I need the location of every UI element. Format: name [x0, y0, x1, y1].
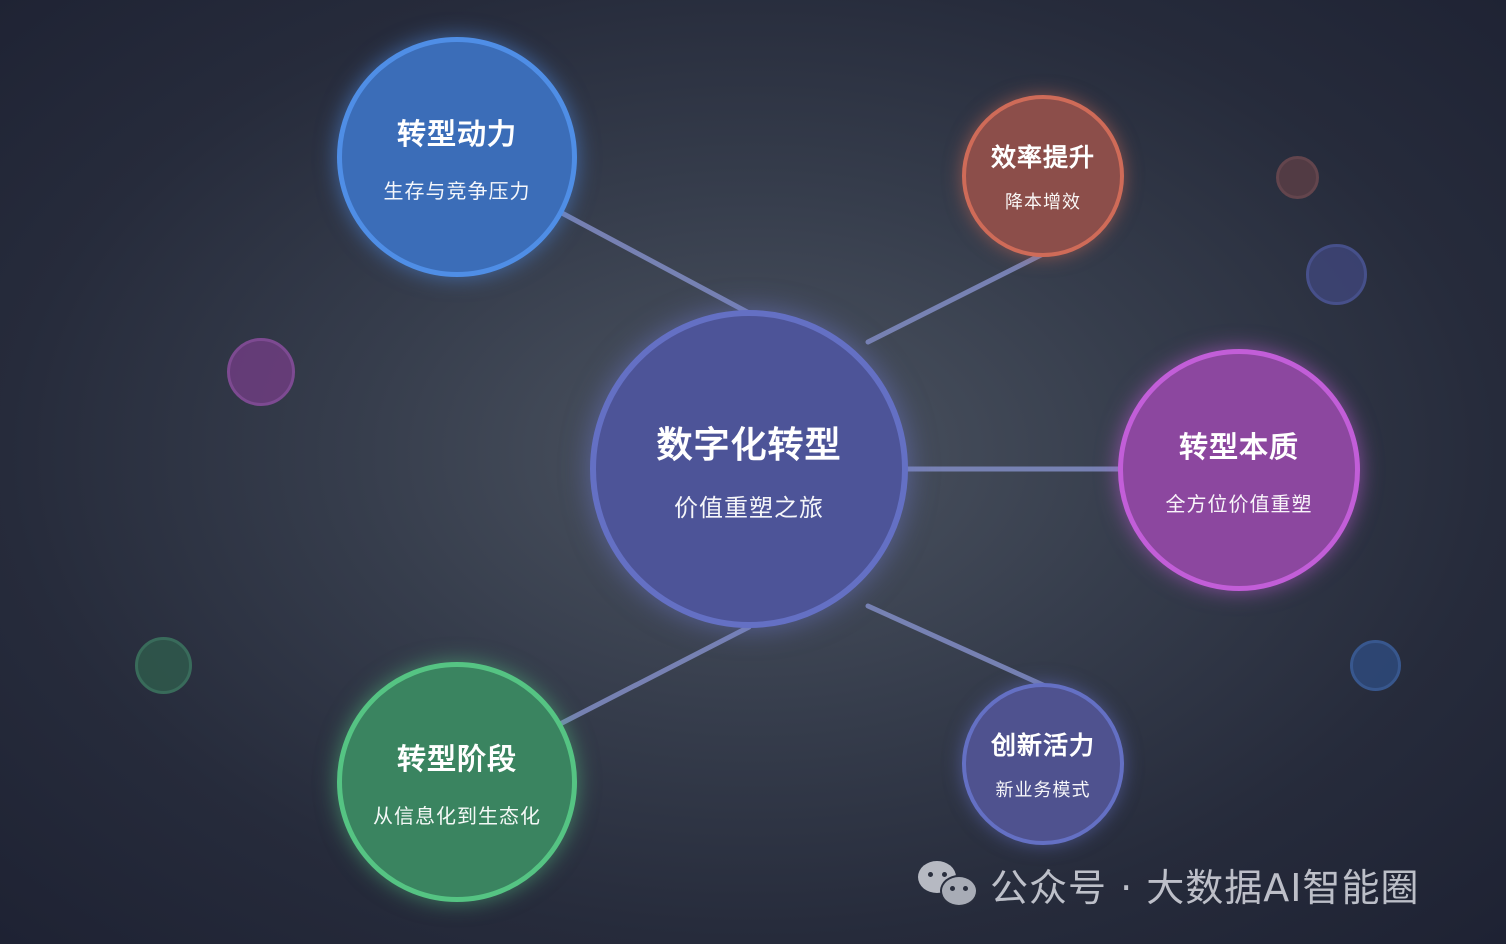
- node-innovation-title: 创新活力: [990, 731, 1095, 760]
- decorative-dot: [1350, 640, 1401, 691]
- node-driver: 转型动力 生存与竞争压力: [337, 37, 577, 277]
- decorative-dot: [1306, 244, 1367, 305]
- center-node: 数字化转型 价值重塑之旅: [590, 310, 908, 628]
- node-efficiency-title: 效率提升: [990, 143, 1095, 172]
- decorative-dot: [135, 637, 192, 694]
- node-innovation: 创新活力 新业务模式: [962, 683, 1124, 845]
- node-stages: 转型阶段 从信息化到生态化: [337, 662, 577, 902]
- link-center-stages: [557, 624, 752, 727]
- node-stages-subtitle: 从信息化到生态化: [373, 803, 541, 828]
- center-subtitle: 价值重塑之旅: [674, 493, 824, 522]
- center-title: 数字化转型: [656, 424, 842, 466]
- node-efficiency: 效率提升 降本增效: [962, 95, 1124, 257]
- decorative-dot: [227, 338, 295, 406]
- node-efficiency-subtitle: 降本增效: [1005, 192, 1081, 213]
- node-driver-title: 转型动力: [396, 116, 517, 151]
- node-essence-subtitle: 全方位价值重塑: [1165, 491, 1313, 516]
- link-center-efficiency: [865, 251, 1046, 345]
- node-stages-title: 转型阶段: [396, 741, 517, 776]
- node-innovation-subtitle: 新业务模式: [995, 780, 1091, 801]
- node-driver-subtitle: 生存与竞争压力: [383, 178, 531, 203]
- node-essence: 转型本质 全方位价值重塑: [1118, 349, 1360, 591]
- watermark-text: 公众号 · 大数据AI智能圈: [990, 865, 1420, 910]
- link-center-driver: [557, 209, 752, 316]
- decorative-dot: [1276, 156, 1319, 199]
- watermark: 公众号 · 大数据AI智能圈: [918, 858, 1419, 910]
- wechat-icon: [918, 859, 978, 909]
- link-center-innovation: [865, 603, 1046, 688]
- node-essence-title: 转型本质: [1178, 429, 1299, 464]
